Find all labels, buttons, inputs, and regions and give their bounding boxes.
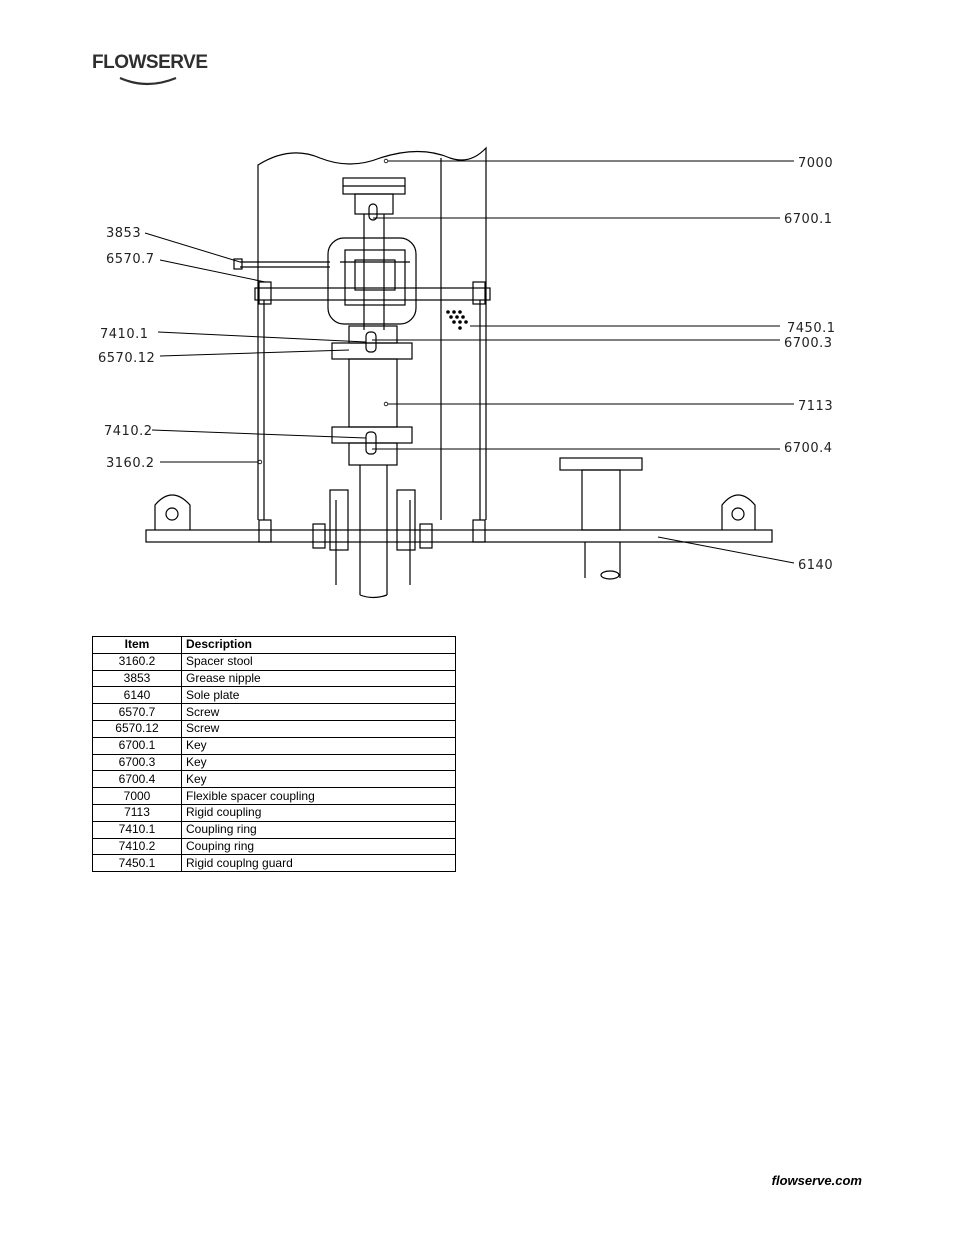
item-number-cell: 7410.2 (92, 837, 182, 856)
description-cell: Sole plate (181, 686, 456, 705)
table-header-row: Item Description (92, 636, 456, 654)
footer-url: flowserve.com (771, 1173, 862, 1188)
assembly-drawing: 7000 6700.1 3853 6570.7 7450.1 6700.3 74… (98, 146, 836, 599)
callout-6140: 6140 (798, 558, 833, 573)
description-cell: Flexible spacer coupling (181, 787, 456, 805)
description-cell: Grease nipple (181, 669, 456, 688)
description-cell: Screw (181, 719, 456, 738)
callout-6570-7: 6570.7 (106, 252, 155, 267)
item-number-cell: 6700.4 (92, 770, 182, 789)
item-number-cell: 6700.1 (92, 736, 182, 755)
description-cell: Key (181, 770, 456, 789)
callout-3160-2: 3160.2 (106, 456, 155, 471)
item-number-cell: 7410.1 (92, 820, 182, 839)
callout-7410-1: 7410.1 (100, 327, 149, 342)
description-cell: Couping ring (181, 837, 456, 856)
callout-7450-1: 7450.1 (787, 321, 836, 336)
callout-6570-12: 6570.12 (98, 351, 155, 366)
item-number-cell: 7000 (92, 787, 182, 805)
item-number-cell: 6140 (92, 686, 182, 705)
callout-7000: 7000 (798, 156, 833, 171)
description-cell: Coupling ring (181, 820, 456, 839)
description-cell: Key (181, 736, 456, 755)
flowserve-logo: FLOWSERVE (92, 52, 212, 88)
header-item: Item (92, 636, 182, 654)
description-cell: Rigid coupling (181, 803, 456, 822)
description-cell: Spacer stool (181, 652, 456, 671)
item-number-cell: 6570.7 (92, 703, 182, 721)
item-number-cell: 3160.2 (92, 652, 182, 671)
header-description: Description (181, 636, 456, 654)
logo-swoosh-icon (119, 76, 177, 86)
item-number-cell: 6700.3 (92, 753, 182, 772)
callout-3853: 3853 (106, 226, 141, 241)
callout-7113: 7113 (798, 399, 833, 414)
description-cell: Rigid couplng guard (181, 854, 456, 873)
item-number-cell: 7113 (92, 803, 182, 822)
item-number-cell: 3853 (92, 669, 182, 688)
item-number-cell: 6570.12 (92, 719, 182, 738)
callout-7410-2: 7410.2 (104, 424, 153, 439)
item-number-cell: 7450.1 (92, 854, 182, 873)
callout-6700-4: 6700.4 (784, 441, 833, 456)
description-cell: Screw (181, 703, 456, 721)
description-cell: Key (181, 753, 456, 772)
logo-text: FLOWSERVE (92, 52, 208, 73)
callout-6700-3: 6700.3 (784, 336, 833, 351)
callout-6700-1: 6700.1 (784, 212, 833, 227)
